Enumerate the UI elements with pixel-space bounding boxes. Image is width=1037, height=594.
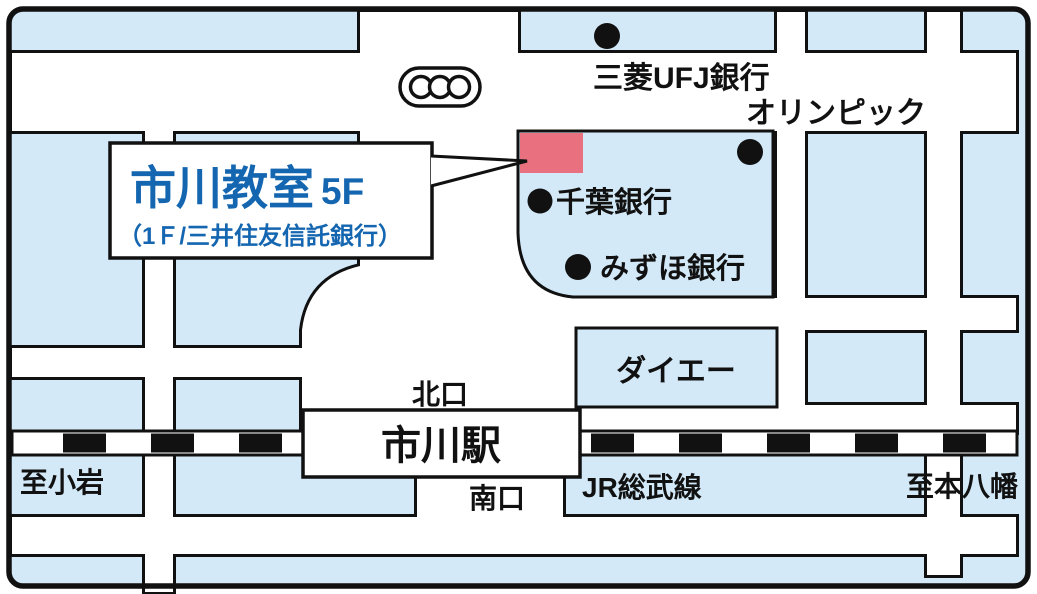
daiei-block — [574, 326, 779, 409]
callout-pointer — [430, 154, 528, 188]
landmark-label-olympic: オリンピック — [746, 97, 926, 130]
direction-east-label: 至本八幡 — [906, 471, 1019, 502]
direction-west-label: 至小岩 — [20, 467, 104, 498]
map-border — [6, 6, 1031, 589]
landmark-label-daiei: ダイエー — [616, 354, 736, 388]
classroom-floor: 5F — [321, 171, 364, 212]
landmark-label-chiba-bank: 千葉銀行 — [556, 186, 672, 219]
north-exit-label: 北口 — [412, 379, 468, 410]
traffic-light-icon — [398, 66, 482, 108]
landmark-dot-olympic — [737, 139, 763, 165]
railway-name-label: JR総武線 — [582, 471, 702, 503]
landmark-label-mitsubishi-ufj-bank: 三菱UFJ銀行 — [593, 62, 770, 95]
south-exit-label: 南口 — [469, 483, 525, 514]
callout-note: （1Ｆ/三井住友信託銀行） — [118, 222, 402, 250]
station-box — [301, 408, 582, 479]
landmark-dot-mitsubishi-ufj-bank — [594, 23, 620, 49]
landmark-label-mizuho-bank: みずほ銀行 — [600, 252, 745, 285]
station-name-label: 市川駅 — [381, 424, 501, 468]
landmark-dot-chiba-bank — [527, 188, 553, 214]
landmark-dot-mizuho-bank — [565, 254, 591, 280]
classroom-name: 市川教室 — [130, 162, 314, 214]
location-marker — [520, 133, 583, 173]
